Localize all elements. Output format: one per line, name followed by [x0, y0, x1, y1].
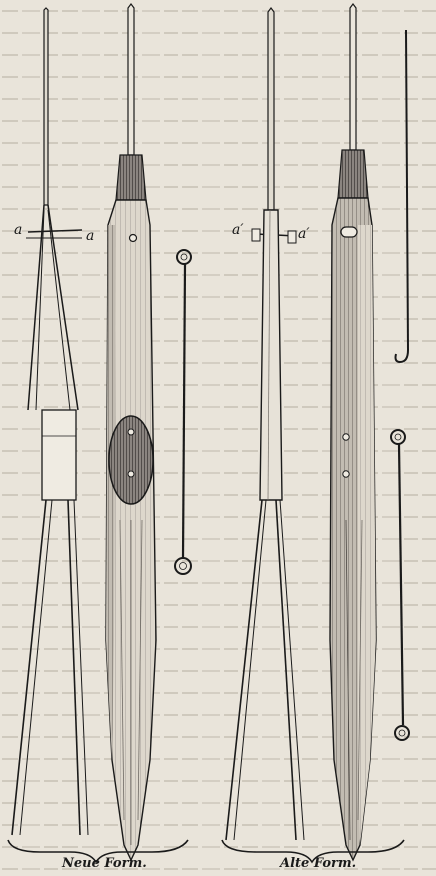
old-form-wire-instrument: [225, 7, 305, 841]
caption-new-form: Neue Form.: [62, 856, 147, 871]
label-a-right: a: [86, 228, 95, 244]
new-form-blade: [105, 3, 157, 862]
old-form-hook-wire: [394, 29, 409, 364]
old-form-loop-rod: [390, 429, 410, 741]
old-form-brace: [221, 839, 405, 864]
label-a-left: a: [14, 222, 23, 238]
new-form-wire-instrument: [11, 7, 89, 836]
label-a-prime-left: a′: [232, 222, 244, 238]
new-form-loop-rod: [174, 249, 192, 575]
label-a-prime-right: a′: [298, 226, 310, 242]
caption-old-form: Alte Form.: [280, 856, 357, 871]
new-form-brace: [7, 839, 189, 864]
old-form-blade: [329, 3, 377, 862]
